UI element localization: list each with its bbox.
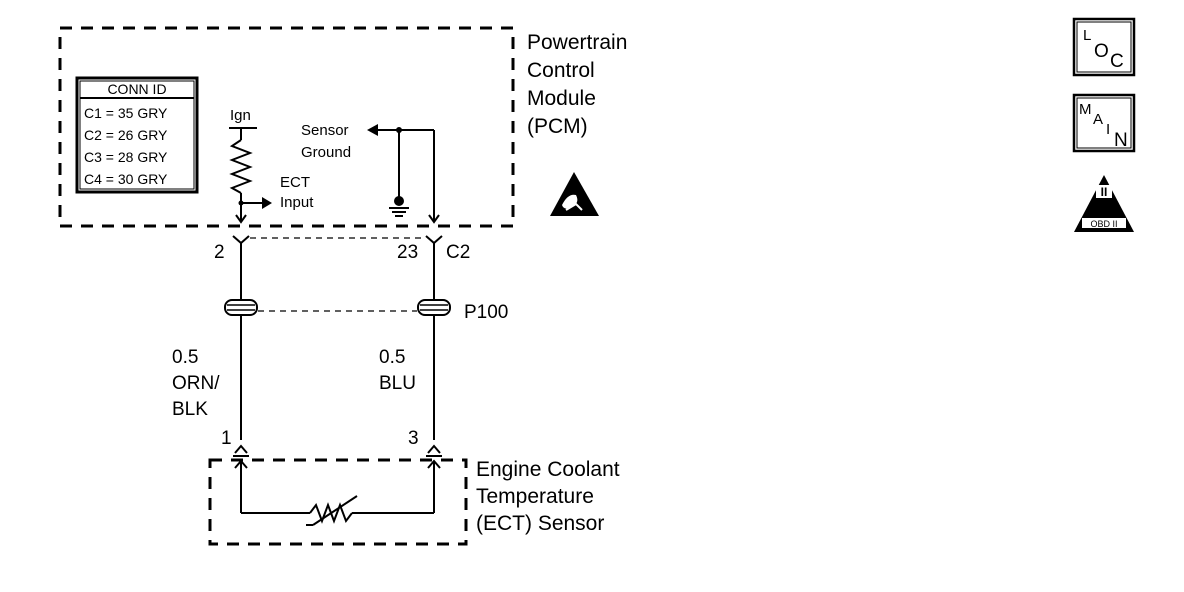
pcm-title: Powertrain Control Module (PCM) [527,31,627,138]
pin-23-label: 23 [397,242,418,263]
ect-title-line-3: (ECT) Sensor [476,512,604,535]
obd-ii-icon: II OBD II [1074,175,1134,232]
wire-labels-left: 0.5 ORN/ BLK [172,347,220,420]
main-icon-m: M [1079,101,1092,118]
main-icon: M A I N [1072,93,1136,153]
pcm-title-line-4: (PCM) [527,115,588,138]
ect-title-line-1: Engine Coolant [476,458,620,481]
conn-id-header: CONN ID [107,81,166,97]
ect-input-label-1: ECT [280,174,310,191]
wire-left-color-2: BLK [172,399,208,420]
conn-id-row: C3 = 28 GRY [84,149,168,165]
loc-icon-o: O [1094,41,1109,62]
sensor-ground-label-2: Ground [301,144,351,161]
ect-input-signal: ECT Input [238,174,314,211]
wire-right-size: 0.5 [379,347,405,368]
pcm-title-line-1: Powertrain [527,31,627,54]
pcm-boundary [58,26,515,228]
loc-icon-c: C [1110,51,1124,72]
ect-input-label-2: Input [280,194,314,211]
pin-2-label: 2 [214,242,225,263]
wire-labels-right: 0.5 BLU [379,347,416,394]
sensor-ground-circuit: Sensor Ground [301,122,440,224]
pcm-title-line-2: Control [527,59,595,82]
wire-left-color-1: ORN/ [172,373,220,394]
thermistor-icon [240,461,435,526]
esd-warning-icon [550,172,599,216]
pullup-resistor-icon [229,139,253,194]
main-icon-n: N [1114,130,1128,151]
arrow-left-icon [367,124,378,136]
wire-right-color: BLU [379,373,416,394]
conn-id-row: C1 = 35 GRY [84,105,168,121]
loc-icon-l: L [1083,27,1091,44]
ground-icon [389,207,409,217]
loc-icon: L O C [1072,17,1136,77]
main-icon-i: I [1106,121,1110,138]
sensor-connector [233,444,442,469]
splice-p100: P100 [224,299,508,323]
ignition-feed: Ign [229,107,257,224]
pin-1-label: 1 [221,428,232,449]
conn-id-table: CONN ID C1 = 35 GRY C2 = 26 GRY C3 = 28 … [75,76,199,194]
ect-sensor-boundary [208,458,468,546]
splice-label: P100 [464,302,508,323]
ect-title-line-2: Temperature [476,485,594,508]
pin-3-label: 3 [408,428,419,449]
sensor-ground-label-1: Sensor [301,122,349,139]
obd-roman: II [1101,185,1108,199]
pcm-title-line-3: Module [527,87,596,110]
conn-id-row: C2 = 26 GRY [84,127,168,143]
wire-left-size: 0.5 [172,347,198,368]
main-icon-a: A [1093,111,1103,128]
arrow-right-icon [262,197,272,209]
connector-c2-label: C2 [446,242,470,263]
obd-caption: OBD II [1090,219,1117,229]
ect-sensor-title: Engine Coolant Temperature (ECT) Sensor [476,458,620,535]
pcm-connector-c2: 2 23 C2 [214,235,470,263]
ign-label: Ign [230,107,251,124]
conn-id-row: C4 = 30 GRY [84,171,168,187]
